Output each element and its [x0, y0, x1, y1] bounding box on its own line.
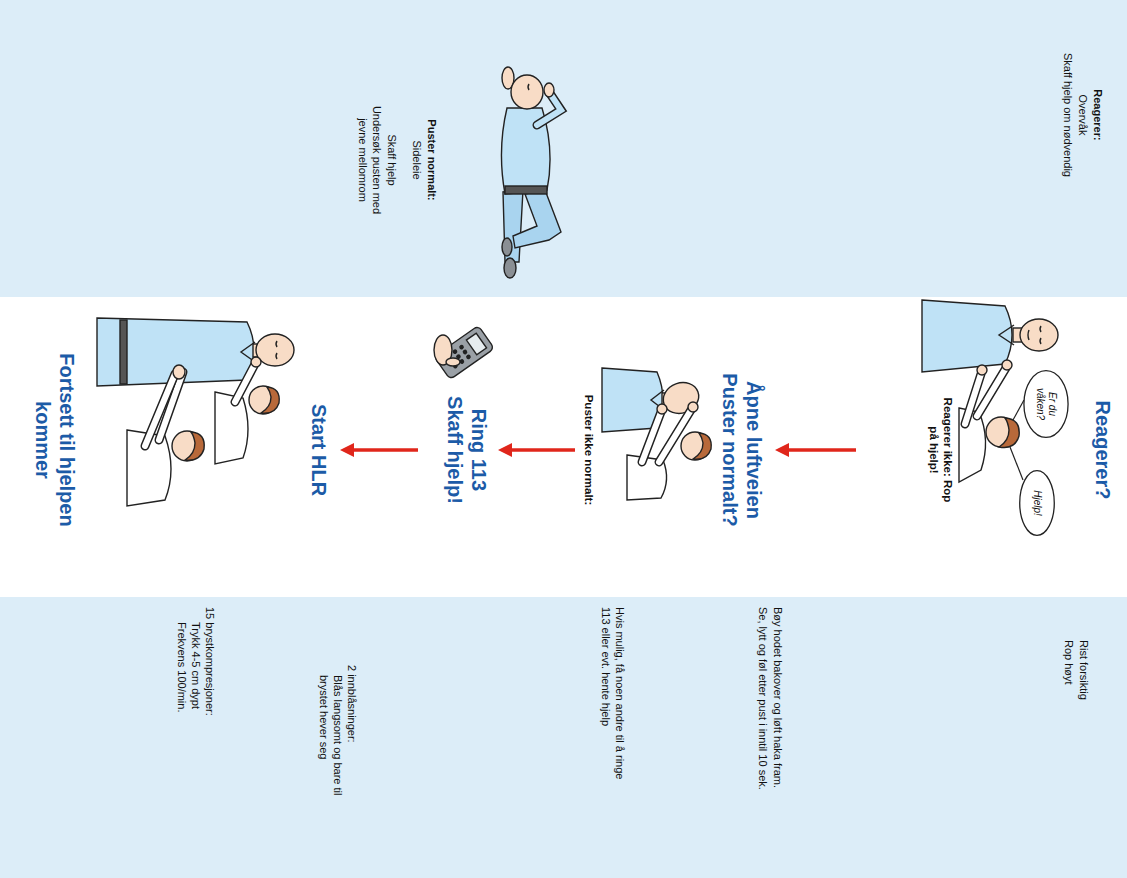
- step-box: Reagerer? Reagerer ikke: Rop på hjelp! Er …: [860, 300, 1115, 600]
- step-box: Start HLR Fortsett til hjelpen kommer: [31, 300, 337, 600]
- note-text: Frekvens 100/min.: [175, 622, 189, 862]
- phone-icon: [446, 358, 460, 366]
- cpr-figure: [251, 357, 261, 367]
- bubble-outline: [1020, 471, 1055, 536]
- check-response-figure: [977, 365, 987, 375]
- recovery-position-figure: [503, 190, 523, 262]
- recovery-position-figure: [501, 67, 561, 278]
- flow-arrow: [498, 443, 575, 457]
- check-response-figure: [999, 418, 1019, 448]
- arrow-line: [510, 448, 575, 452]
- open-airway-figure: [602, 368, 711, 500]
- recovery-position-figure: [544, 83, 554, 97]
- cpr-figure: [145, 374, 175, 446]
- phone-icon: [463, 350, 467, 354]
- side-band: Reagerer:OvervåkSkaff hjelp om nødvendig…: [0, 0, 1127, 297]
- open-airway-figure: [688, 402, 698, 412]
- flow-arrow: [775, 443, 856, 457]
- step-heading: Åpne luftveien Puster normalt?: [718, 360, 766, 540]
- cpr-figure: [185, 432, 204, 460]
- flow-arrow: [340, 443, 418, 457]
- arrow-head: [775, 443, 789, 457]
- check-response-figure: [965, 374, 981, 424]
- recovery-position-figure: [511, 75, 543, 109]
- cpr-figure: [97, 318, 294, 506]
- step-box: Ring 113 Skaff hjelp!: [422, 385, 495, 515]
- step-box: Åpne luftveien Puster normalt? Puster ikk…: [579, 300, 772, 600]
- step-outcome: Puster ikke normalt:: [582, 370, 596, 530]
- check-response-figure: [1010, 447, 1023, 480]
- speech-text: Er du våken?: [1034, 379, 1058, 429]
- phone-icon: [434, 326, 494, 380]
- side-band-ground: [0, 0, 1127, 297]
- note-text: Se, lytt og føl etter pust i inntil 10 s…: [756, 607, 770, 872]
- cpr-figure: [261, 387, 279, 413]
- arrow-head: [340, 443, 354, 457]
- phone-icon: [434, 326, 494, 380]
- note-text: Rop høyt: [1062, 640, 1076, 860]
- open-airway-figure: [657, 404, 667, 414]
- cpr-figure: [97, 318, 254, 386]
- side-band-ground: [0, 597, 1127, 878]
- open-airway-figure: [693, 433, 711, 459]
- check-response-figure: [965, 374, 981, 424]
- arrow-line: [352, 448, 418, 452]
- note-text: 2 innblåsninger:: [345, 665, 359, 865]
- speech-bubble: Hjelp!: [1019, 470, 1055, 536]
- check-response-figure: [999, 325, 1014, 345]
- phone-icon: [466, 333, 486, 355]
- recovery-position-figure: [502, 238, 512, 256]
- open-airway-figure: [642, 412, 661, 462]
- bubble-outline: [1024, 371, 1068, 438]
- recovery-position-figure: [528, 84, 529, 90]
- step-heading: Fortsett til hjelpen kommer: [31, 333, 79, 548]
- recovery-position-figure: [504, 258, 516, 278]
- step-heading: Ring 113 Skaff hjelp!: [443, 385, 491, 515]
- state-heading: Puster normalt:: [425, 85, 439, 235]
- check-response-figure: [922, 300, 1012, 372]
- note-text: Bøy hodet bakover og løft haka fram.: [771, 607, 785, 872]
- recovery-position-figure: [505, 186, 547, 194]
- instruction-text: Undersøk pusten med jevne mellomrom: [356, 98, 384, 223]
- note-text: 15 brystkompresjoner:: [203, 607, 217, 857]
- cpr-figure: [120, 320, 127, 384]
- cpr-figure: [145, 374, 175, 446]
- cpr-figure: [276, 341, 277, 359]
- check-response-figure: [1002, 360, 1012, 370]
- speech-text: Hjelp!: [1031, 478, 1043, 528]
- note-text: Rist forsiktig: [1077, 640, 1091, 860]
- instruction-text: Skaff hjelp om nødvendig: [1061, 25, 1075, 205]
- note-text: Trykk 4-5 cm dypt: [189, 622, 203, 862]
- phone-icon: [459, 345, 463, 349]
- cpr-figure: [256, 334, 294, 366]
- check-response-figure: [1020, 319, 1058, 351]
- step-outcome: Reagerer ikke: Rop på hjelp!: [927, 395, 955, 505]
- phone-icon: [453, 349, 457, 353]
- note-text: Blås langsomt og bare til brystet hever …: [317, 675, 345, 815]
- step-heading: Reagerer?: [1091, 350, 1115, 550]
- state-heading: Reagerer:: [1091, 25, 1105, 205]
- phone-icon: [434, 326, 494, 380]
- recovery-position-figure: [513, 190, 561, 248]
- check-response-figure: [1013, 400, 1024, 420]
- check-response-figure: [1028, 326, 1041, 344]
- speech-bubble: Er du våken?: [1023, 370, 1069, 438]
- instruction-text: Sideleie: [410, 85, 424, 235]
- instruction-text: Skaff hjelp: [385, 85, 399, 235]
- arrow-head: [498, 443, 512, 457]
- note-band: Rist forsiktigRop høyt Bøy hodet bakover …: [0, 597, 1127, 878]
- note-text: Hvis mulig, få noen andre til å ringe 11…: [599, 607, 627, 787]
- step-heading: Start HLR: [307, 370, 331, 530]
- cpr-figure: [173, 365, 185, 379]
- arrow-line: [787, 448, 856, 452]
- instruction-text: Overvåk: [1076, 25, 1090, 205]
- phone-icon: [466, 355, 470, 359]
- open-airway-figure: [642, 412, 661, 462]
